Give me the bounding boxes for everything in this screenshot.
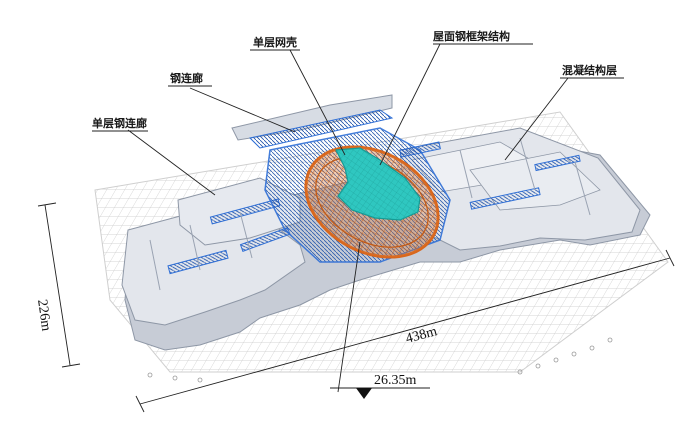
elevation-triangle-icon (356, 388, 372, 399)
dimension-width-label: 226m (34, 298, 53, 332)
leader-roof-frame (379, 43, 441, 166)
leader-corridor (189, 87, 296, 133)
right-wing-slabs (399, 127, 641, 251)
leader-single-corridor (127, 129, 216, 196)
label-concrete-structure-layer: 混凝结构层 (562, 63, 617, 77)
elevation-marker: 26.35m (330, 373, 430, 399)
label-roof-steel-frame: 屋面钢框架结构 (433, 29, 510, 43)
single-layer-shell (335, 147, 421, 221)
left-wing-slabs (121, 177, 306, 326)
elevation-label: 26.35m (374, 373, 417, 388)
steel-corridor-bridge (231, 94, 394, 149)
leader-elevation (337, 241, 361, 393)
leader-concrete (504, 77, 569, 161)
label-single-layer-steel-corridor: 单层钢连廊 (92, 116, 147, 130)
leader-lines (127, 43, 569, 393)
label-steel-corridor: 钢连廊 (170, 71, 203, 85)
dimension-width: 226m (34, 202, 81, 368)
leader-shell (289, 49, 346, 156)
label-single-layer-shell: 单层网壳 (253, 35, 297, 49)
